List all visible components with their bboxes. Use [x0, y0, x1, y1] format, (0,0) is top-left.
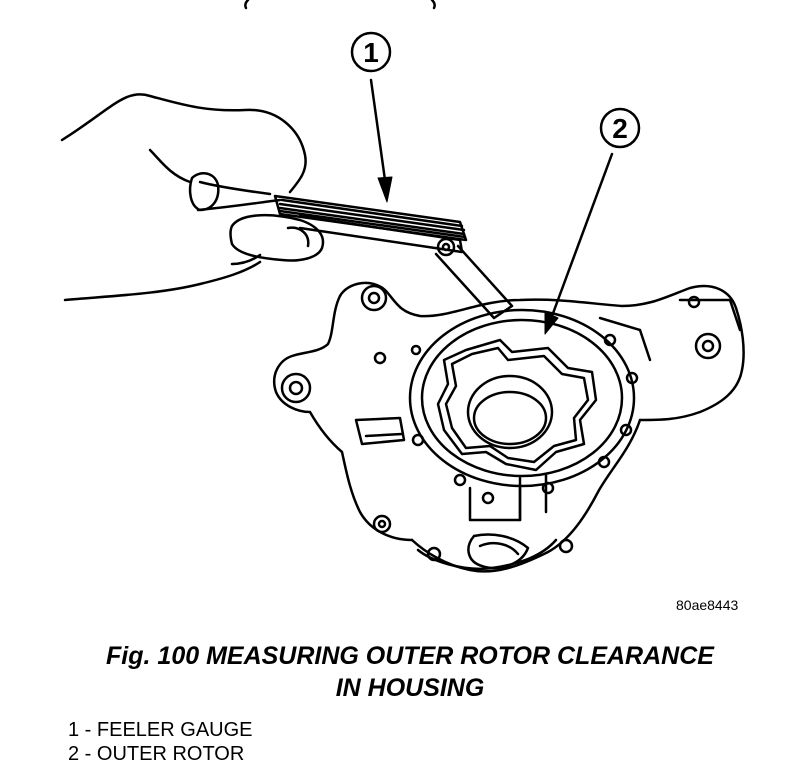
image-code: 80ae8443 — [676, 597, 739, 613]
legend-item-outer-rotor: 2 - OUTER ROTOR — [68, 743, 245, 765]
caption-line-1: Fig. 100 MEASURING OUTER ROTOR CLEARANCE — [106, 642, 714, 670]
pump-housing — [273, 281, 745, 573]
caption-line-2: IN HOUSING — [335, 674, 485, 702]
top-fragment-line — [244, 0, 436, 10]
hand-drawing — [60, 93, 325, 302]
callout-1-number: 1 — [363, 37, 379, 68]
legend-item-feeler-gauge: 1 - FEELER GAUGE — [68, 719, 253, 741]
callout-1: 1 — [350, 31, 393, 203]
outer-rotor — [408, 308, 636, 488]
oil-pump-illustration: 1 2 — [60, 0, 745, 573]
callout-2: 2 — [544, 107, 641, 335]
callout-2-number: 2 — [612, 113, 628, 144]
